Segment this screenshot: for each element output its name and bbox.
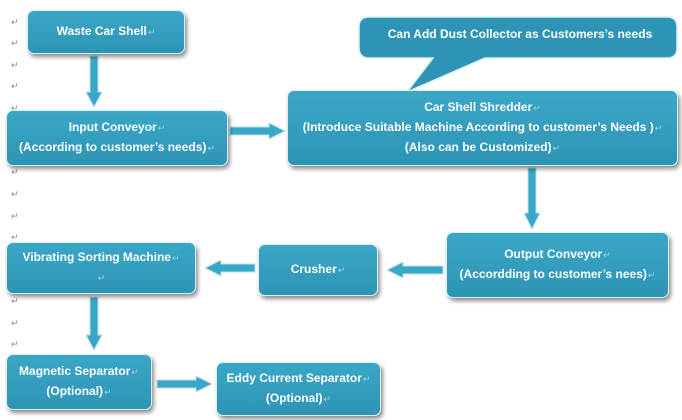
- paragraph-mark: ↵: [11, 60, 19, 70]
- clipped-top-text: [0, 0, 682, 4]
- paragraph-mark: ↵: [11, 167, 19, 177]
- paragraph-mark: ↵: [11, 17, 19, 27]
- node-label: Waste Car Shell: [56, 24, 147, 38]
- arrow-waste-to-input: [86, 55, 103, 109]
- node-eddy-current-separator: Eddy Current Separator↵ (Optional)↵: [216, 362, 381, 416]
- arrow-crusher-to-vibrating: [204, 260, 256, 277]
- node-car-shell-shredder: Car Shell Shredder↵ (Introduce Suitable …: [287, 90, 678, 166]
- callout-bubble: [358, 16, 678, 94]
- node-label: Output Conveyor: [504, 247, 603, 261]
- node-sublabel: (Introduce Suitable Machine According to…: [302, 120, 654, 134]
- paragraph-mark: ↵: [157, 123, 166, 133]
- paragraph-mark: ↵: [11, 103, 19, 113]
- paragraph-mark: ↵: [337, 265, 346, 275]
- node-vibrating-sorting-machine: Vibrating Sorting Machine↵ ↵: [6, 242, 196, 294]
- node-sublabel: (Optional): [46, 384, 104, 398]
- paragraph-mark: ↵: [11, 339, 19, 349]
- arrow-input-to-shredder: [229, 123, 287, 140]
- paragraph-mark: ↵: [603, 250, 611, 260]
- arrow-output-to-crusher: [386, 262, 444, 279]
- paragraph-mark: ↵: [11, 38, 19, 48]
- node-sublabel: (Accordding to customer’s nees): [459, 267, 647, 281]
- paragraph-mark: ↵: [11, 296, 19, 306]
- paragraph-mark: ↵: [323, 394, 332, 404]
- paragraph-mark: ↵: [654, 123, 663, 133]
- paragraph-mark: ↵: [647, 270, 656, 280]
- paragraph-mark: ↵: [11, 211, 19, 221]
- paragraph-mark: ↵: [552, 143, 561, 153]
- paragraph-mark: ↵: [11, 318, 19, 328]
- node-label: Car Shell Shredder: [424, 100, 533, 114]
- node-label: Input Conveyor: [68, 120, 157, 134]
- paragraph-mark: ↵: [533, 103, 541, 113]
- paragraph-mark: ↵: [11, 232, 19, 242]
- node-crusher: Crusher↵: [258, 244, 378, 296]
- paragraph-mark: ↵: [147, 27, 156, 37]
- node-sublabel: (According to customer’s needs): [19, 140, 207, 154]
- arrow-vibrating-to-magnetic: [86, 296, 103, 352]
- arrow-shredder-to-output: [524, 167, 541, 231]
- paragraph-mark: ↵: [104, 387, 112, 397]
- node-input-conveyor: Input Conveyor↵ (According to customer’s…: [6, 110, 228, 166]
- arrow-magnetic-to-eddy: [156, 376, 214, 393]
- node-sublabel: (Optional): [265, 391, 323, 405]
- paragraph-mark: ↵: [207, 143, 215, 153]
- callout-text: Can Add Dust Collector as Customers’s ne…: [387, 27, 653, 41]
- node-magnetic-separator: Magnetic Separator↵ (Optional)↵: [6, 354, 152, 410]
- node-output-conveyor: Output Conveyor↵ (Accordding to customer…: [446, 232, 669, 298]
- paragraph-mark: ↵: [171, 253, 180, 263]
- node-sublabel: (Also can be Customized): [404, 140, 552, 154]
- node-waste-car-shell: Waste Car Shell↵: [27, 10, 185, 54]
- paragraph-mark: ↵: [131, 367, 139, 377]
- node-label: Crusher: [290, 262, 337, 276]
- paragraph-mark: ↵: [97, 273, 106, 283]
- paragraph-mark: ↵: [362, 374, 371, 384]
- node-label: Vibrating Sorting Machine: [22, 250, 171, 264]
- paragraph-mark: ↵: [11, 189, 19, 199]
- paragraph-mark: ↵: [11, 81, 19, 91]
- node-label: Eddy Current Separator: [226, 371, 362, 385]
- node-label: Magnetic Separator: [19, 364, 131, 378]
